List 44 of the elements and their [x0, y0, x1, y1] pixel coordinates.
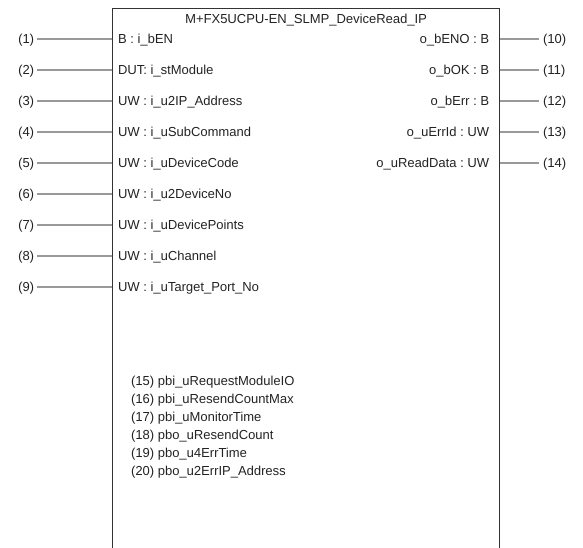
pin-number: (8) — [18, 247, 34, 265]
pin-number: (10) — [543, 30, 566, 48]
pin-number: (1) — [18, 30, 34, 48]
connector-line — [36, 100, 114, 102]
pin-number: (7) — [18, 216, 34, 234]
parameter-label: (20) pbo_u2ErrIP_Address — [131, 462, 286, 480]
output-variable: o_bOK : B — [429, 61, 499, 79]
input-variable: B : i_bEN — [113, 30, 173, 48]
input-variable: UW : i_uDeviceCode — [113, 154, 239, 172]
parameter-label: (16) pbi_uResendCountMax — [131, 390, 294, 408]
connector-line — [36, 38, 114, 40]
input-variable: UW : i_uChannel — [113, 247, 216, 265]
block-title: M+FX5UCPU-EN_SLMP_DeviceRead_IP — [184, 10, 428, 28]
pin-number: (9) — [18, 278, 34, 296]
connector-line — [36, 162, 114, 164]
pin-number: (3) — [18, 92, 34, 110]
output-variable: o_uErrId : UW — [406, 123, 499, 141]
output-variable: o_uReadData : UW — [376, 154, 499, 172]
pin-number: (11) — [543, 61, 566, 79]
parameter-label: (18) pbo_uResendCount — [131, 426, 274, 444]
pin-number: (4) — [18, 123, 34, 141]
pin-number: (14) — [543, 154, 566, 172]
input-variable: UW : i_u2IP_Address — [113, 92, 242, 110]
pin-number: (6) — [18, 185, 34, 203]
connector-line — [498, 162, 540, 164]
pin-number: (5) — [18, 154, 34, 172]
pin-number: (2) — [18, 61, 34, 79]
parameter-label: (19) pbo_u4ErrTime — [131, 444, 247, 462]
input-variable: UW : i_uTarget_Port_No — [113, 278, 259, 296]
pin-number: (12) — [543, 92, 566, 110]
parameter-label: (15) pbi_uRequestModuleIO — [131, 372, 294, 390]
input-variable: DUT: i_stModule — [113, 61, 214, 79]
connector-line — [36, 286, 114, 288]
function-block-box — [112, 8, 500, 548]
connector-line — [498, 100, 540, 102]
parameter-label: (17) pbi_uMonitorTime — [131, 408, 262, 426]
connector-line — [36, 224, 114, 226]
output-variable: o_bENO : B — [420, 30, 499, 48]
input-variable: UW : i_uSubCommand — [113, 123, 251, 141]
pin-number: (13) — [543, 123, 566, 141]
output-variable: o_bErr : B — [430, 92, 499, 110]
input-variable: UW : i_u2DeviceNo — [113, 185, 232, 203]
input-variable: UW : i_uDevicePoints — [113, 216, 244, 234]
connector-line — [498, 38, 540, 40]
